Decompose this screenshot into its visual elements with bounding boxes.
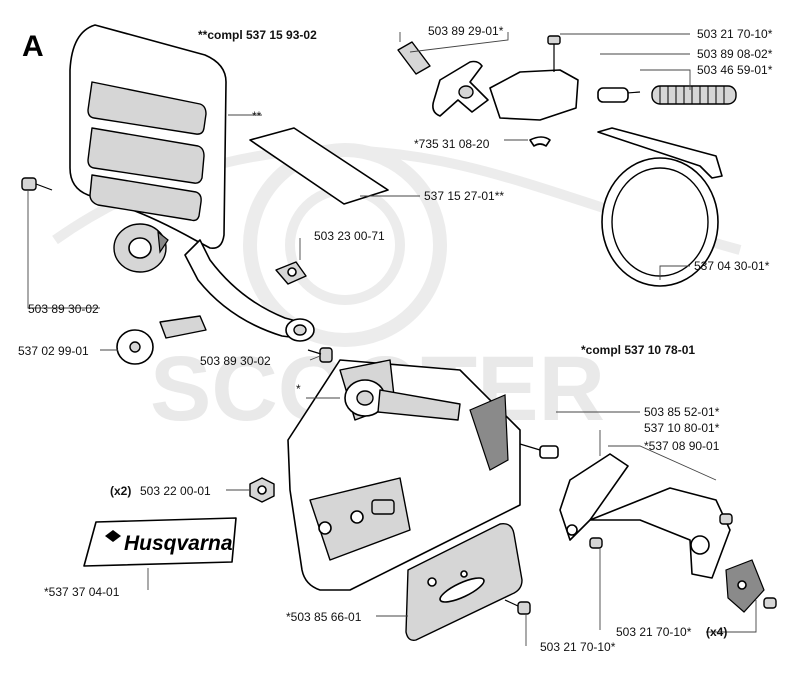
label-735-31-08-20: *735 31 08-20 — [414, 137, 490, 151]
label-503-89-29-01: 503 89 29-01* — [428, 24, 504, 38]
stud — [519, 443, 559, 459]
screw-guard — [307, 347, 333, 363]
label-503-85-52-01: 503 85 52-01* — [644, 405, 720, 419]
label-503-85-66-01: *503 85 66-01 — [286, 610, 362, 624]
bar-nut — [249, 477, 275, 503]
screw-left — [21, 177, 53, 191]
label-537-10-80-01: 537 10 80-01* — [644, 421, 720, 435]
label-537-15-27-01: 537 15 27-01** — [424, 189, 504, 203]
label-537-08-90-01: *537 08 90-01 — [644, 439, 720, 453]
brand-decal: Husqvarna — [83, 517, 237, 567]
label-503-46-59-01: 503 46 59-01* — [697, 63, 773, 77]
label-compl-537-15-93-02: **compl 537 15 93-02 — [198, 28, 317, 42]
hand-guard — [69, 24, 315, 342]
label-compl-537-10-78-01: *compl 537 10 78-01 — [581, 343, 695, 357]
brake-cam — [113, 223, 169, 273]
decal-sheet — [249, 127, 389, 205]
label-503-89-30-02-b: 503 89 30-02 — [200, 354, 271, 368]
label-503-23-00-71: 503 23 00-71 — [314, 229, 385, 243]
label-dbl-star: ** — [252, 109, 262, 123]
brake-spring — [651, 85, 737, 105]
label-503-21-70-10-top: 503 21 70-10* — [697, 27, 773, 41]
brake-key — [116, 315, 207, 365]
cover-screws — [589, 513, 777, 609]
label-x4-qty: (x4) — [706, 625, 727, 639]
clip — [529, 136, 551, 147]
label-503-21-70-10-x4: 503 21 70-10* — [616, 625, 692, 639]
chain-guide — [559, 453, 731, 579]
label-503-89-30-02-a: 503 89 30-02 — [28, 302, 99, 316]
labels: **compl 537 15 93-02 ** 537 15 27-01** 5… — [18, 24, 773, 654]
label-503-21-70-10-bottom: 503 21 70-10* — [540, 640, 616, 654]
section-letter: A — [22, 30, 44, 63]
brake-lever — [397, 35, 641, 121]
clutch-cover — [287, 359, 521, 591]
bar-plate — [405, 523, 523, 642]
label-503-22-00-01: 503 22 00-01 — [140, 484, 211, 498]
plate-screw — [504, 599, 531, 615]
label-537-02-99-01: 537 02 99-01 — [18, 344, 89, 358]
label-503-89-08-02: 503 89 08-02* — [697, 47, 773, 61]
label-star: * — [296, 382, 301, 396]
brake-band — [597, 127, 723, 287]
spring-washer — [275, 261, 307, 285]
tensioner — [725, 559, 765, 613]
brand-decal-text: Husqvarna — [124, 532, 233, 555]
label-537-37-04-01: *537 37 04-01 — [44, 585, 120, 599]
label-537-04-30-01: 537 04 30-01* — [694, 259, 770, 273]
leader-lines — [27, 32, 757, 646]
label-x2-qty: (x2) — [110, 484, 131, 498]
